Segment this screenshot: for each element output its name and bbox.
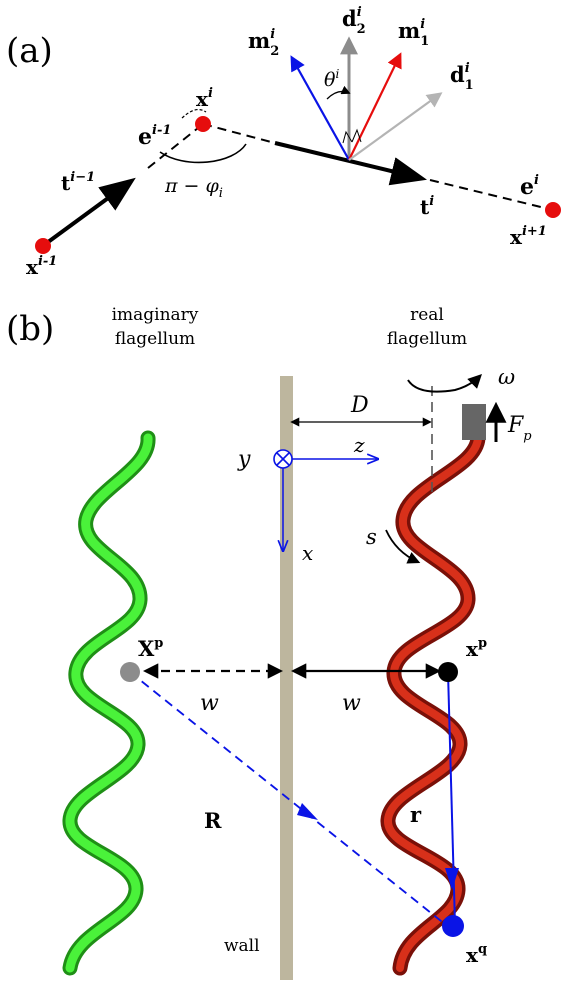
theta-arc <box>326 85 351 100</box>
label-theta: θi <box>324 67 339 91</box>
d1-vector <box>348 92 443 161</box>
node-x-next <box>545 202 561 218</box>
real-caption-line2: flagellum <box>387 329 467 349</box>
node-x-i <box>195 116 211 132</box>
label-Fp: Fp <box>507 413 532 444</box>
e-i-segment <box>429 179 554 211</box>
node-x-prev <box>35 238 51 254</box>
panel-a-label: (a) <box>6 31 53 71</box>
label-x-prev: xi-1 <box>26 254 57 279</box>
label-w-right: w <box>342 691 361 716</box>
label-omega: ω <box>498 365 515 389</box>
label-e-i: ei <box>520 173 539 200</box>
label-s: s <box>366 525 377 549</box>
t-i-vector <box>274 141 427 186</box>
real-caption-line1: real <box>410 305 444 325</box>
label-z: z <box>353 433 365 457</box>
point-xq <box>442 915 464 937</box>
imaginary-flagellum <box>65 433 153 973</box>
point-Xp <box>120 662 140 682</box>
label-x-next: xi+1 <box>510 224 547 249</box>
motor-block <box>462 404 486 440</box>
panel-b-label: (b) <box>6 309 54 349</box>
label-Xp: Xp <box>138 636 163 661</box>
label-t-i: ti <box>420 194 434 219</box>
coord-origin-cross-b <box>276 452 290 466</box>
right-angle-marker-1 <box>342 130 353 144</box>
segment-xi-dashed <box>202 123 276 144</box>
s-arrow <box>385 529 421 564</box>
point-xp <box>438 662 458 682</box>
e-prev-segment <box>147 123 204 169</box>
real-flagellum <box>384 434 482 972</box>
m2-vector <box>290 55 350 161</box>
imaginary-caption-line2: flagellum <box>115 329 195 349</box>
panel-a: (a) xi-1 ti−1 ei-1 xi π − φ <box>6 5 561 279</box>
x-i-pointer <box>181 108 207 119</box>
r-arrowhead <box>445 868 459 890</box>
m1-vector <box>348 52 402 161</box>
angle-arc <box>159 143 247 164</box>
imaginary-caption-line1: imaginary <box>112 305 199 325</box>
t-prev-vector <box>42 177 136 247</box>
R-arrowhead <box>297 803 318 820</box>
label-R: R <box>204 808 222 833</box>
label-x: x <box>302 541 313 565</box>
right-angle-marker-2 <box>351 128 362 143</box>
R-vector <box>129 671 447 926</box>
label-e-prev: ei-1 <box>138 123 171 150</box>
omega-arrow <box>407 374 482 393</box>
label-y: y <box>237 447 251 472</box>
label-xp: xp <box>466 636 487 661</box>
label-r: r <box>410 802 422 827</box>
label-xq: xq <box>466 942 487 967</box>
label-w-left: w <box>200 691 219 716</box>
label-x-i: xi <box>196 86 213 111</box>
label-D: D <box>350 393 369 418</box>
panel-b: (b) imaginary flagellum real flagellum w… <box>6 305 532 980</box>
wall-label: wall <box>224 936 260 956</box>
label-angle: π − φi <box>164 175 223 201</box>
label-t-prev: ti−1 <box>61 170 95 195</box>
